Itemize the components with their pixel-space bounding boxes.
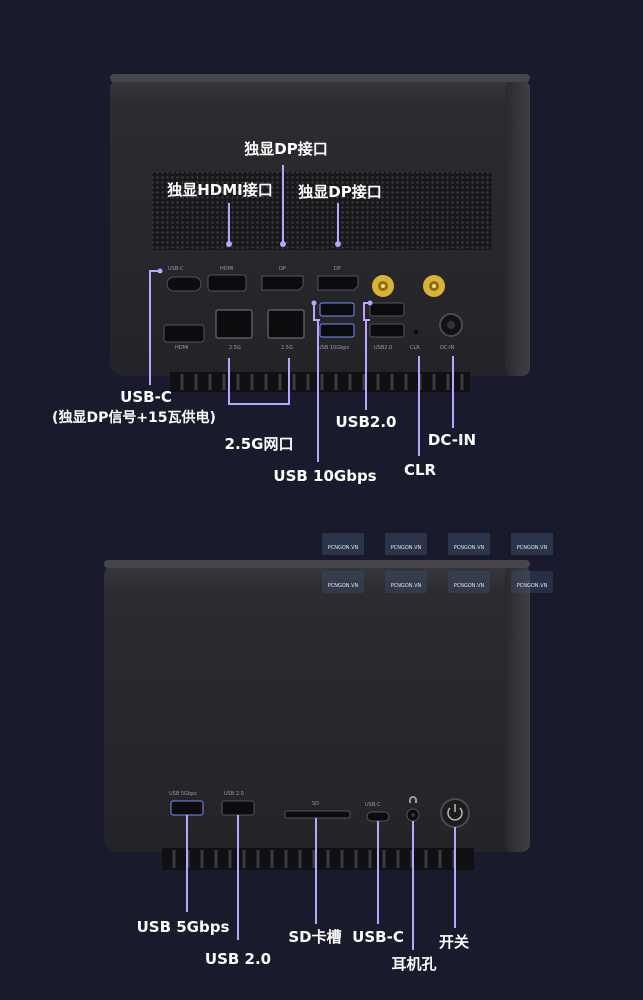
front-top-edge xyxy=(104,560,530,568)
watermark-tile: PCNGON.VN xyxy=(511,571,553,593)
silk-hdmi-bottom: HDMI xyxy=(175,345,188,351)
watermark-tile: PCNGON.VN xyxy=(322,533,364,555)
rear-callout-dots xyxy=(157,241,373,306)
label-clr: CLR xyxy=(403,461,437,479)
silk-front-usb-2: USB 2.0 xyxy=(224,791,244,797)
label-usb-c-front: USB-C xyxy=(352,928,404,946)
label-dc-in: DC-IN xyxy=(427,431,477,449)
watermark-tile: PCNGON.VN xyxy=(385,571,427,593)
label-dgpu-hdmi: 独显HDMI接口 xyxy=(167,181,273,199)
rear-usb-10g-port-2[interactable] xyxy=(319,323,355,338)
svg-text:PCNGON.VN: PCNGON.VN xyxy=(328,583,359,589)
rear-dp-port-2[interactable] xyxy=(317,275,359,291)
svg-text:PCNGON.VN: PCNGON.VN xyxy=(454,545,485,551)
silk-front-usb-c: USB-C xyxy=(365,802,381,808)
rear-usb-c-port[interactable] xyxy=(166,276,202,292)
svg-text:PCNGON.VN: PCNGON.VN xyxy=(517,545,548,551)
svg-text:PCNGON.VN: PCNGON.VN xyxy=(328,545,359,551)
silk-lan-2: 2.5G xyxy=(281,345,293,351)
rear-lan-port-2[interactable] xyxy=(267,309,305,339)
front-usb-2-port[interactable] xyxy=(221,800,255,816)
silk-lan-1: 2.5G xyxy=(229,345,241,351)
rear-usb2-port-2[interactable] xyxy=(369,323,405,338)
watermark-tile: PCNGON.VN xyxy=(448,533,490,555)
svg-text:PCNGON.VN: PCNGON.VN xyxy=(391,583,422,589)
svg-text:PCNGON.VN: PCNGON.VN xyxy=(391,545,422,551)
svg-text:PCNGON.VN: PCNGON.VN xyxy=(454,583,485,589)
front-base-fins xyxy=(162,848,474,870)
silk-usb-c: USB-C xyxy=(168,266,184,272)
label-usb2-rear: USB2.0 xyxy=(335,413,397,431)
front-chassis xyxy=(104,562,530,852)
watermark-tile: PCNGON.VN xyxy=(385,533,427,555)
label-power: 开关 xyxy=(438,933,470,951)
rear-usb-10g-port-1[interactable] xyxy=(319,302,355,317)
watermark-tile: PCNGON.VN xyxy=(448,571,490,593)
front-chassis-side xyxy=(505,566,530,852)
watermark-tile: PCNGON.VN xyxy=(322,571,364,593)
silk-dp-2: DP xyxy=(334,266,341,272)
rear-unit: USB-C HDMI DP DP HDMI 2.5G 2.5G USB 10Gb… xyxy=(110,74,530,462)
audio-jack[interactable] xyxy=(406,808,420,822)
rear-callout-lines xyxy=(149,165,454,462)
label-dgpu-dp-right: 独显DP接口 xyxy=(298,183,382,201)
label-dgpu-dp-top: 独显DP接口 xyxy=(244,140,328,158)
power-icon xyxy=(447,804,463,821)
rear-usb2-port-1[interactable] xyxy=(369,302,405,317)
silk-front-sd: SD xyxy=(312,801,319,807)
watermark-tile: PCNGON.VN xyxy=(511,533,553,555)
label-audio: 耳机孔 xyxy=(391,955,437,973)
front-usb-c-port[interactable] xyxy=(366,811,390,822)
watermark-group: PCNGON.VN PCNGON.VN PCNGON.VN PCNGON.VN … xyxy=(322,533,553,593)
svg-text:PCNGON.VN: PCNGON.VN xyxy=(517,583,548,589)
rear-lan-port-1[interactable] xyxy=(215,309,253,339)
silk-usb-2: USB2.0 xyxy=(374,345,392,351)
silk-hdmi-top: HDMI xyxy=(220,266,233,272)
silk-dc-in: DC-IN xyxy=(440,345,455,351)
rear-hdmi-port-bottom[interactable] xyxy=(163,324,205,343)
dc-in-jack[interactable] xyxy=(439,313,463,337)
label-usb-10g: USB 10Gbps xyxy=(273,467,377,485)
front-unit: USB 5Gbps USB 2.0 SD USB-C xyxy=(104,560,530,950)
silk-dp-1: DP xyxy=(279,266,286,272)
label-usb-2-front: USB 2.0 xyxy=(204,950,272,968)
rear-top-edge xyxy=(110,74,530,82)
silk-clr: CLR xyxy=(410,345,420,351)
rear-base-fins xyxy=(170,372,470,392)
label-usb-c: USB-C xyxy=(120,388,172,406)
label-sd: SD卡槽 xyxy=(288,928,342,946)
silk-usb-10g: USB 10Gbps xyxy=(318,345,349,351)
headphone-icon xyxy=(409,796,417,803)
wifi-antenna-connector-1 xyxy=(372,275,394,297)
rear-dp-port-1[interactable] xyxy=(261,275,304,291)
label-lan: 2.5G网口 xyxy=(224,435,294,453)
silk-front-usb-5g: USB 5Gbps xyxy=(169,791,197,797)
front-callout-lines xyxy=(186,815,456,950)
power-button[interactable] xyxy=(440,798,470,828)
clr-button[interactable] xyxy=(414,330,418,334)
sd-card-slot[interactable] xyxy=(284,810,351,819)
label-usb-c-note: (独显DP信号+15瓦供电) xyxy=(52,410,216,426)
label-usb-5g: USB 5Gbps xyxy=(136,918,230,936)
rear-hdmi-port-top[interactable] xyxy=(207,274,247,292)
rear-chassis-side xyxy=(505,80,530,376)
wifi-antenna-connector-2 xyxy=(423,275,445,297)
rear-vent-mesh xyxy=(152,172,492,250)
front-usb-5g-port[interactable] xyxy=(170,800,204,816)
